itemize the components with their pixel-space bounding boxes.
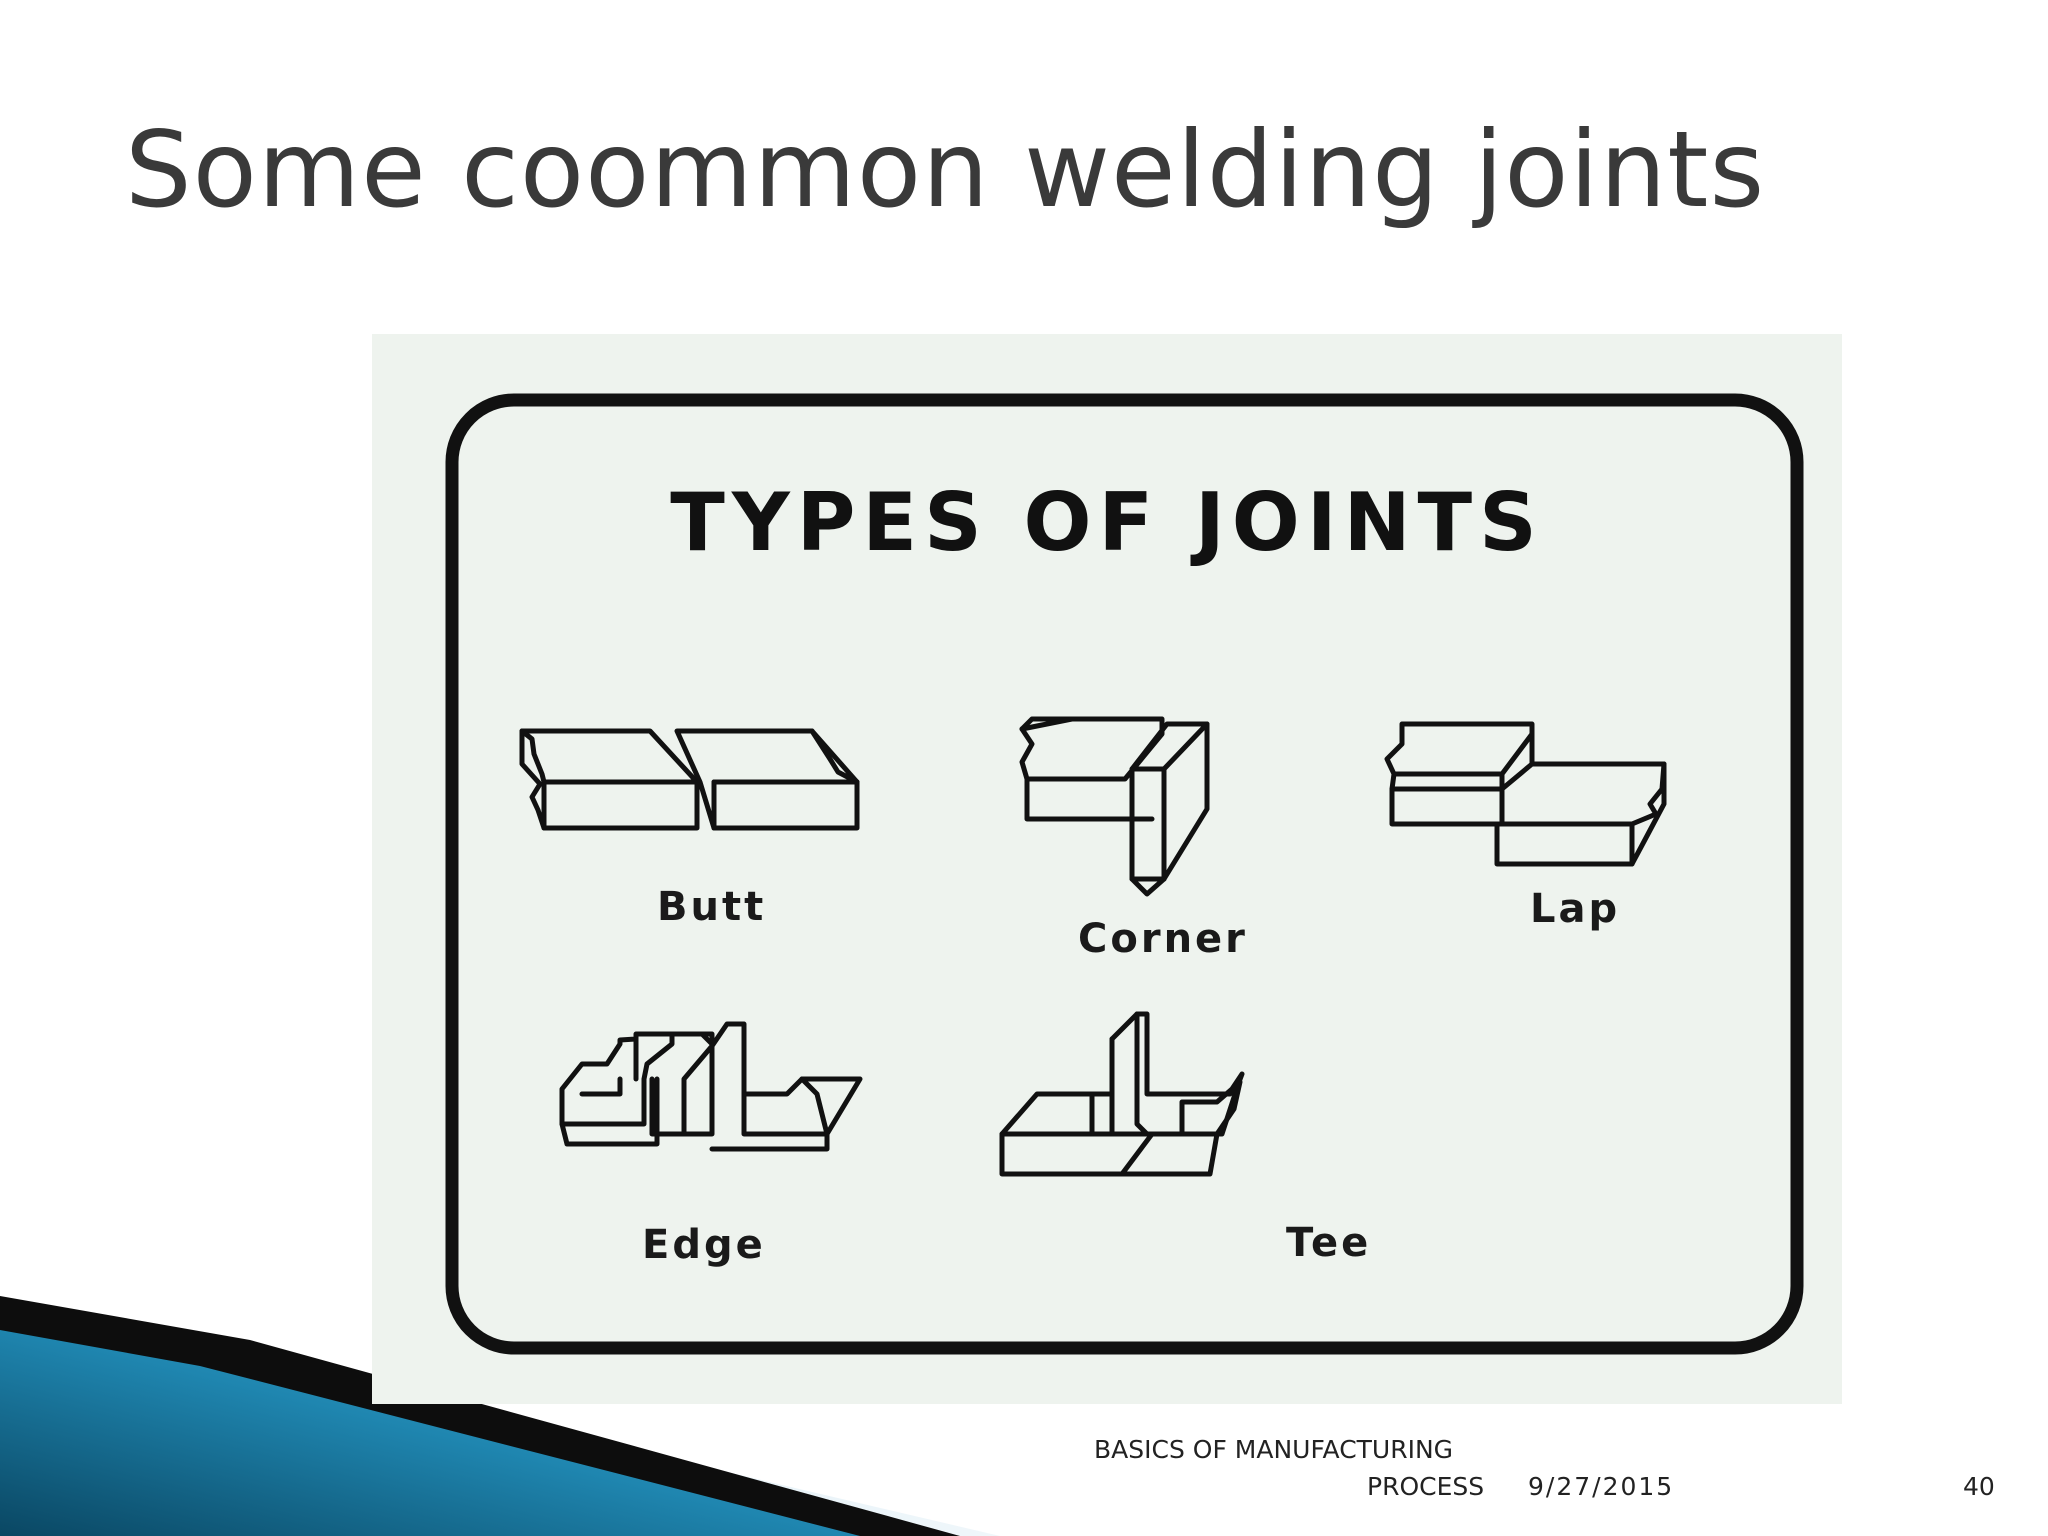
lap-joint-drawing	[1384, 721, 1667, 867]
corner-joint-drawing	[1019, 716, 1210, 897]
footer-course-line1: BASICS OF MANUFACTURING	[1094, 1435, 1454, 1464]
butt-joint-drawing	[519, 728, 860, 831]
label-edge: Edge	[642, 1222, 766, 1268]
figure-frame	[445, 393, 1804, 1355]
label-tee: Tee	[1286, 1220, 1372, 1266]
slide-title: Some coommon welding joints	[125, 109, 1766, 231]
edge-joint-drawing	[559, 1021, 863, 1152]
label-corner: Corner	[1078, 916, 1248, 962]
figure-title: TYPES OF JOINTS	[670, 476, 1544, 569]
footer-course-line2: PROCESS	[1367, 1472, 1485, 1501]
tee-joint-drawing	[999, 1011, 1245, 1177]
joint-types-drawing	[445, 393, 1804, 1355]
label-lap: Lap	[1530, 886, 1621, 932]
label-butt: Butt	[657, 884, 767, 930]
slide-number: 40	[1963, 1472, 1995, 1501]
footer-date: 9/27/2015	[1528, 1472, 1675, 1501]
joint-types-figure: TYPES OF JOINTS Butt Corner Lap Edge Tee	[372, 334, 1842, 1404]
